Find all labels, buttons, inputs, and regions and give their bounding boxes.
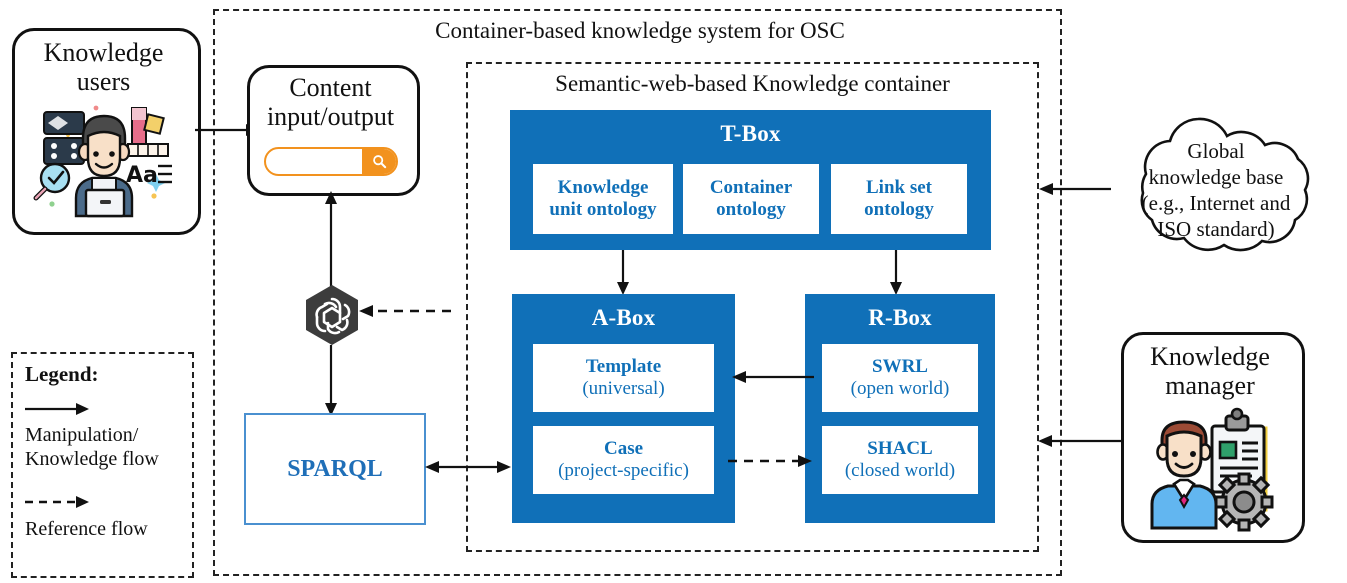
legend-entry-0-line2: Knowledge flow (25, 447, 159, 470)
r-box-item-1-line2: (closed world) (844, 460, 956, 481)
a-box-item-case: Case (project-specific) (533, 426, 714, 494)
a-box-title: A-Box (591, 305, 656, 330)
global-knowledge-base-cloud (1140, 117, 1310, 252)
legend-entry-0-line1: Manipulation/ (25, 424, 139, 446)
r-box-item-swrl: SWRL (open world) (822, 344, 978, 412)
a-box-item-template: Template (universal) (533, 344, 714, 412)
t-box-item-2-line2: ontology (864, 199, 934, 220)
arrow-sparql-abox-bidirectional (425, 461, 511, 473)
content-io-label-line2: input/output (266, 102, 395, 131)
knowledge-user-avatar-icon: Aa (33, 105, 172, 218)
t-box-item-1-line2: ontology (716, 199, 786, 220)
outer-container-frame (213, 9, 1062, 576)
r-box-item-1-line1: SHACL (867, 438, 933, 460)
content-io-label-line1: Content (289, 72, 372, 102)
search-button[interactable] (362, 149, 396, 174)
knowledge-users-label-line2: users (76, 67, 131, 96)
content-io-label: Content input/output (247, 71, 414, 133)
t-box-item-2-line1: Link set (866, 177, 932, 199)
t-box-item-1-line1: Container (709, 177, 793, 199)
global-kb-line2: knowledge base (1148, 164, 1284, 189)
arrow-manager-to-rbox (1038, 435, 1124, 447)
content-io-box (247, 65, 420, 196)
arrow-case-to-shacl (728, 455, 812, 467)
arrow-llm-to-content (325, 191, 337, 298)
knowledge-manager-label-line2: manager (1165, 371, 1255, 400)
legend-entry-reference-label: Reference flow (25, 518, 185, 542)
legend-entry-1-line1: Reference flow (25, 518, 148, 540)
r-box-item-shacl: SHACL (closed world) (822, 426, 978, 494)
a-box-item-0-line2: (universal) (582, 378, 665, 399)
a-box-item-1-line1: Case (603, 438, 644, 460)
legend-entry-manipulation-label: Manipulation/ Knowledge flow (25, 424, 185, 471)
search-input[interactable] (270, 152, 370, 173)
arrow-reference-container-to-llm (359, 305, 451, 317)
search-icon (372, 155, 386, 169)
arrow-global-kb-to-container (1039, 183, 1111, 195)
legend-title: Legend: (25, 362, 99, 386)
a-box-item-1-line2: (project-specific) (558, 460, 689, 481)
legend-dashed-arrow-icon (25, 496, 89, 508)
legend-box (11, 352, 194, 578)
t-box-item-container-ontology: Container ontology (683, 164, 819, 234)
knowledge-manager-label-line1: Knowledge (1150, 341, 1270, 371)
openai-chatgpt-icon[interactable] (301, 283, 363, 347)
global-kb-line4: ISO standard) (1157, 217, 1275, 242)
knowledge-manager-avatar-icon (1150, 407, 1274, 532)
sparql-label: SPARQL (287, 455, 383, 482)
t-box-title: T-Box (720, 121, 781, 146)
search-bar[interactable] (264, 147, 398, 176)
legend-solid-arrow-icon (25, 403, 89, 415)
t-box-item-knowledge-unit-ontology: Knowledge unit ontology (533, 164, 673, 234)
arrow-swrl-to-template (732, 371, 814, 383)
global-kb-line3: (e.g., Internet and (1141, 191, 1291, 215)
t-box-item-0-line2: unit ontology (549, 199, 657, 220)
arrow-tbox-to-rbox (890, 250, 902, 295)
r-box-title: R-Box (868, 305, 932, 330)
r-box-item-0-line1: SWRL (872, 356, 928, 378)
inner-container-frame (466, 62, 1039, 552)
knowledge-manager-label: Knowledge manager (1121, 340, 1299, 402)
t-box-item-link-set-ontology: Link set ontology (831, 164, 967, 234)
knowledge-users-label-line1: Knowledge (43, 37, 164, 67)
global-kb-line1: Global (1187, 138, 1245, 163)
knowledge-users-label: Knowledge users (12, 36, 195, 98)
svg-text:Aa: Aa (126, 163, 158, 188)
arrow-llm-to-sparql (325, 345, 337, 416)
global-knowledge-base-label: Global knowledge base (e.g., Internet an… (1106, 120, 1326, 260)
arrow-tbox-to-abox (617, 250, 629, 295)
t-box-item-0-line1: Knowledge (557, 177, 649, 199)
r-box-item-0-line2: (open world) (850, 378, 950, 399)
outer-container-title: Container-based knowledge system for OSC (435, 18, 845, 43)
inner-container-title: Semantic-web-based Knowledge container (555, 71, 950, 96)
a-box-item-0-line1: Template (585, 356, 662, 378)
sparql-box[interactable]: SPARQL (244, 413, 426, 525)
